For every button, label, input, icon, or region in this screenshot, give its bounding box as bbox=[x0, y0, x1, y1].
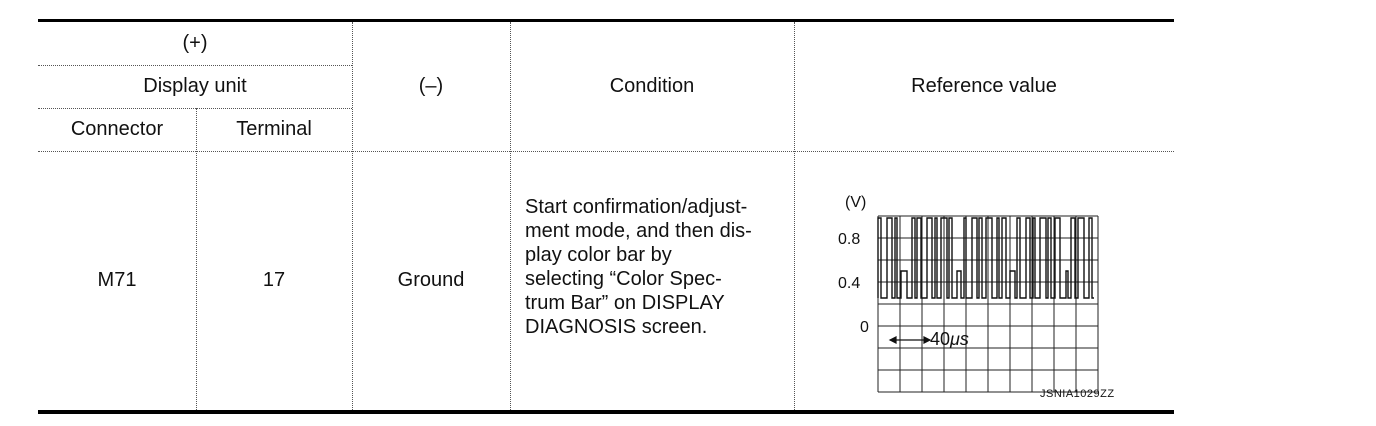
condition-line: DIAGNOSIS screen. bbox=[525, 316, 708, 338]
condition-line: ment mode, and then dis- bbox=[525, 220, 752, 242]
header-plus: (+) bbox=[182, 32, 208, 54]
table-top-rule bbox=[38, 19, 1174, 22]
time-division-unit: μs bbox=[950, 329, 969, 349]
column-divider-minus bbox=[510, 22, 511, 410]
header-reference-value: Reference value bbox=[911, 75, 1057, 97]
waveform-figure: (V) 0.8 0.4 0 40μs JSNIA1029ZZ bbox=[820, 188, 1160, 403]
condition-line: trum Bar” on DISPLAY bbox=[525, 292, 725, 314]
header-display-unit: Display unit bbox=[143, 75, 247, 97]
time-division-label: 40μs bbox=[930, 329, 969, 350]
header-divider-display-unit bbox=[38, 108, 352, 109]
unit-label: (V) bbox=[845, 194, 867, 211]
waveform-trace bbox=[877, 217, 1094, 299]
header-connector: Connector bbox=[70, 118, 164, 140]
column-divider-terminal bbox=[352, 22, 353, 410]
y-label-0-4: 0.4 bbox=[838, 275, 861, 292]
y-label-0-8: 0.8 bbox=[838, 231, 861, 248]
time-division-value: 40 bbox=[930, 329, 951, 349]
y-label-0: 0 bbox=[860, 319, 869, 336]
figure-code: JSNIA1029ZZ bbox=[1040, 388, 1115, 400]
condition-line: selecting “Color Spec- bbox=[525, 268, 722, 290]
condition-line: Start confirmation/adjust- bbox=[525, 196, 748, 218]
table-bottom-rule bbox=[38, 410, 1174, 414]
header-condition: Condition bbox=[609, 75, 695, 97]
cell-connector: M71 bbox=[97, 269, 137, 291]
header-divider-plus bbox=[38, 65, 352, 66]
cell-condition: Start confirmation/adjust- ment mode, an… bbox=[525, 195, 790, 339]
header-bottom-divider bbox=[38, 151, 1174, 152]
header-terminal: Terminal bbox=[236, 118, 312, 140]
time-marker-arrow-icon bbox=[888, 336, 897, 344]
oscilloscope-grid bbox=[877, 215, 1099, 393]
header-minus: (–) bbox=[418, 75, 444, 97]
column-divider-connector bbox=[196, 108, 197, 410]
cell-minus: Ground bbox=[397, 269, 465, 291]
condition-line: play color bar by bbox=[525, 244, 672, 266]
column-divider-condition bbox=[794, 22, 795, 410]
time-marker-arrow-icon bbox=[923, 336, 932, 344]
cell-terminal: 17 bbox=[262, 269, 286, 291]
